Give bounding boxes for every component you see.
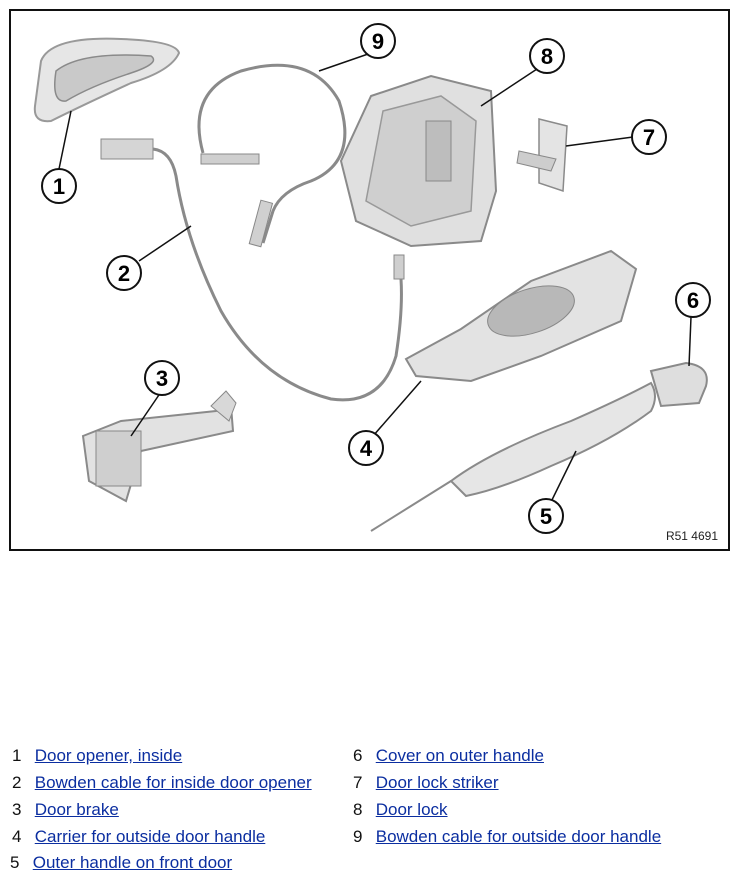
part-bowden-cable-outside <box>197 63 347 248</box>
legend-item-3: 3 Door brake <box>12 800 119 819</box>
callout-1 <box>41 168 77 204</box>
legend-item-2: 2 Bowden cable for inside door opener <box>12 773 312 792</box>
legend-link-handle-cover[interactable]: Cover on outer handle <box>375 746 544 765</box>
callout-7-label: 7 <box>643 125 655 150</box>
callout-4-label: 4 <box>360 436 373 461</box>
callout-2-label: 2 <box>118 261 130 286</box>
callout-5-label: 5 <box>540 504 552 529</box>
legend-link-bowden-cable-inside[interactable]: Bowden cable for inside door opener <box>34 773 312 792</box>
legend-item-4: 4 Carrier for outside door handle <box>12 827 266 846</box>
legend-item-9: 9 Bowden cable for outside door handle <box>353 827 662 846</box>
legend-link-door-opener-inside[interactable]: Door opener, inside <box>34 746 183 765</box>
callout-9 <box>360 23 396 59</box>
legend-link-door-lock-striker[interactable]: Door lock striker <box>375 773 499 792</box>
callout-8 <box>529 38 565 74</box>
part-door-brake <box>81 390 237 503</box>
legend-link-door-lock[interactable]: Door lock <box>375 800 448 819</box>
part-door-lock <box>339 74 498 248</box>
callout-9-label: 9 <box>372 29 384 54</box>
legend-item-6: 6 Cover on outer handle <box>353 746 544 765</box>
parts-illustration: 1 2 3 4 5 6 7 8 9 <box>33 23 711 534</box>
part-bowden-cable-inside <box>100 138 405 402</box>
part-carrier-outside-handle <box>404 249 638 383</box>
part-handle-cover <box>649 361 708 408</box>
legend-item-1: 1 Door opener, inside <box>12 746 183 765</box>
callout-5 <box>528 498 564 534</box>
callout-3-label: 3 <box>156 366 168 391</box>
callout-6-label: 6 <box>687 288 699 313</box>
part-door-opener-inside <box>33 37 181 123</box>
callout-2 <box>106 255 142 291</box>
part-door-lock-striker <box>516 118 568 193</box>
part-outer-handle <box>370 381 656 532</box>
leader-lines <box>58 52 692 507</box>
figure-reference: R51 4691 <box>665 529 718 543</box>
callout-4 <box>348 430 384 466</box>
legend-item-8: 8 Door lock <box>353 800 448 819</box>
exploded-parts-diagram: 1 2 3 4 5 6 7 8 9 R51 4691 <box>9 9 730 551</box>
legend-link-door-brake[interactable]: Door brake <box>34 800 119 819</box>
legend-link-bowden-cable-outside[interactable]: Bowden cable for outside door handle <box>375 827 662 846</box>
callout-3 <box>144 360 180 396</box>
callout-1-label: 1 <box>53 174 65 199</box>
callout-8-label: 8 <box>541 44 553 69</box>
legend-link-outer-handle[interactable]: Outer handle on front door <box>32 853 233 872</box>
legend-link-carrier-outside-handle[interactable]: Carrier for outside door handle <box>34 827 266 846</box>
legend-item-5: 5 Outer handle on front door <box>10 853 233 872</box>
callout-6 <box>675 282 711 318</box>
callout-7 <box>631 119 667 155</box>
legend-item-7: 7 Door lock striker <box>353 773 499 792</box>
